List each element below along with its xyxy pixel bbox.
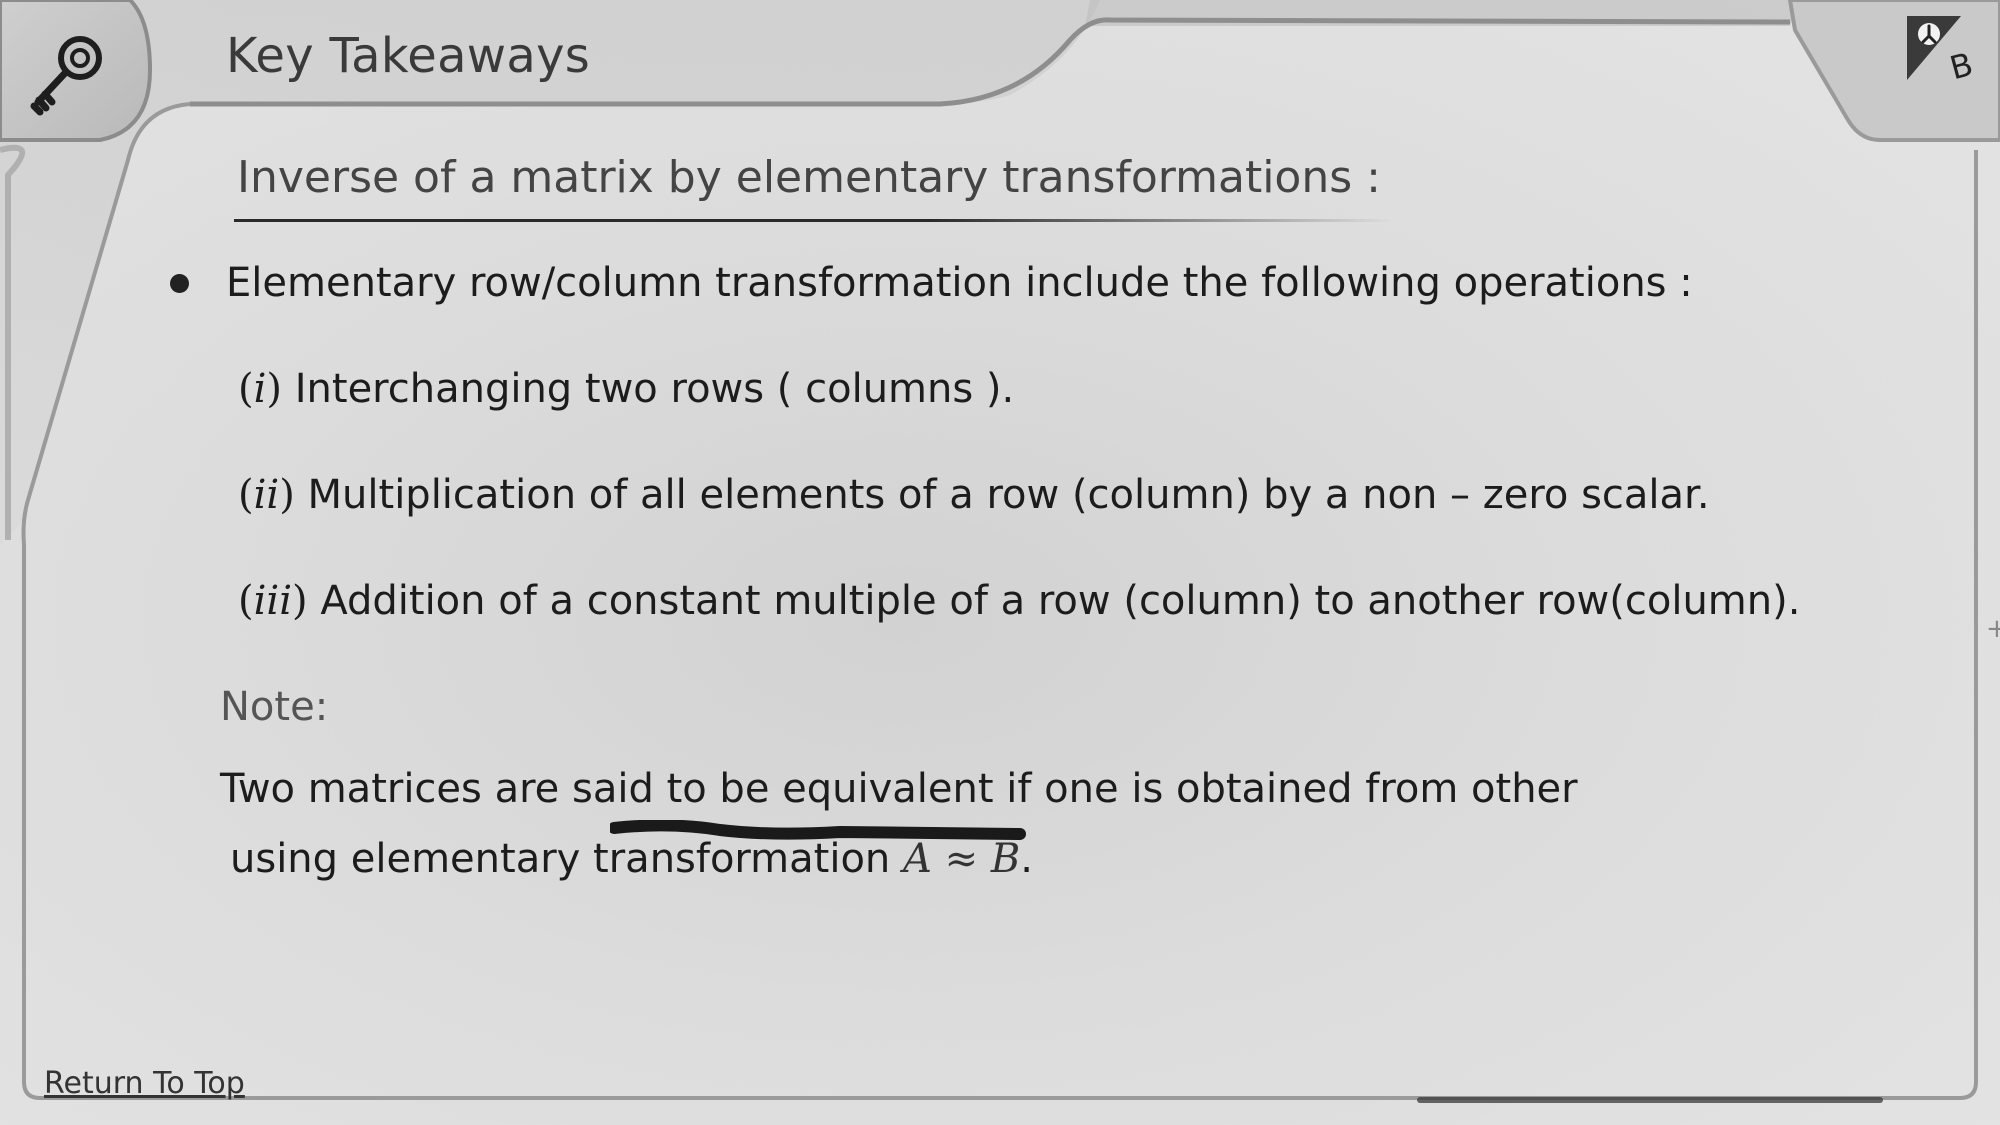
operation-item: (iii) Addition of a constant multiple of… — [238, 578, 1800, 624]
note-label: Note: — [220, 684, 329, 730]
operation-number: (i) — [238, 366, 283, 412]
bullet-marker — [170, 274, 189, 293]
math-equivalence: A ≈ B — [903, 836, 1021, 882]
section-underline — [234, 219, 1394, 222]
return-to-top-link[interactable]: Return To Top — [44, 1066, 245, 1101]
operation-text: Multiplication of all elements of a row … — [307, 472, 1710, 518]
side-handle-icon[interactable]: + — [1986, 614, 2000, 644]
operation-text: Interchanging two rows ( columns ). — [294, 366, 1015, 412]
section-title: Inverse of a matrix by elementary transf… — [237, 152, 1381, 203]
svg-text:B: B — [1946, 45, 1977, 86]
pen-annotation-underline — [610, 820, 1026, 840]
note-text-line-1: Two matrices are said to be equivalent i… — [220, 766, 1578, 812]
bullet-text: Elementary row/column transformation inc… — [226, 260, 1693, 306]
operation-text: Addition of a constant multiple of a row… — [320, 578, 1801, 624]
key-icon — [30, 36, 102, 116]
operation-number: (ii) — [238, 472, 295, 518]
operation-item: (ii) Multiplication of all elements of a… — [238, 472, 1710, 518]
operation-number: (iii) — [238, 578, 308, 624]
operation-item: (i) Interchanging two rows ( columns ). — [238, 366, 1014, 412]
note-text-line-2: using elementary transformation A ≈ B. — [230, 836, 1033, 882]
brand-logo-icon: B — [1907, 16, 1977, 86]
page-title: Key Takeaways — [226, 28, 591, 84]
